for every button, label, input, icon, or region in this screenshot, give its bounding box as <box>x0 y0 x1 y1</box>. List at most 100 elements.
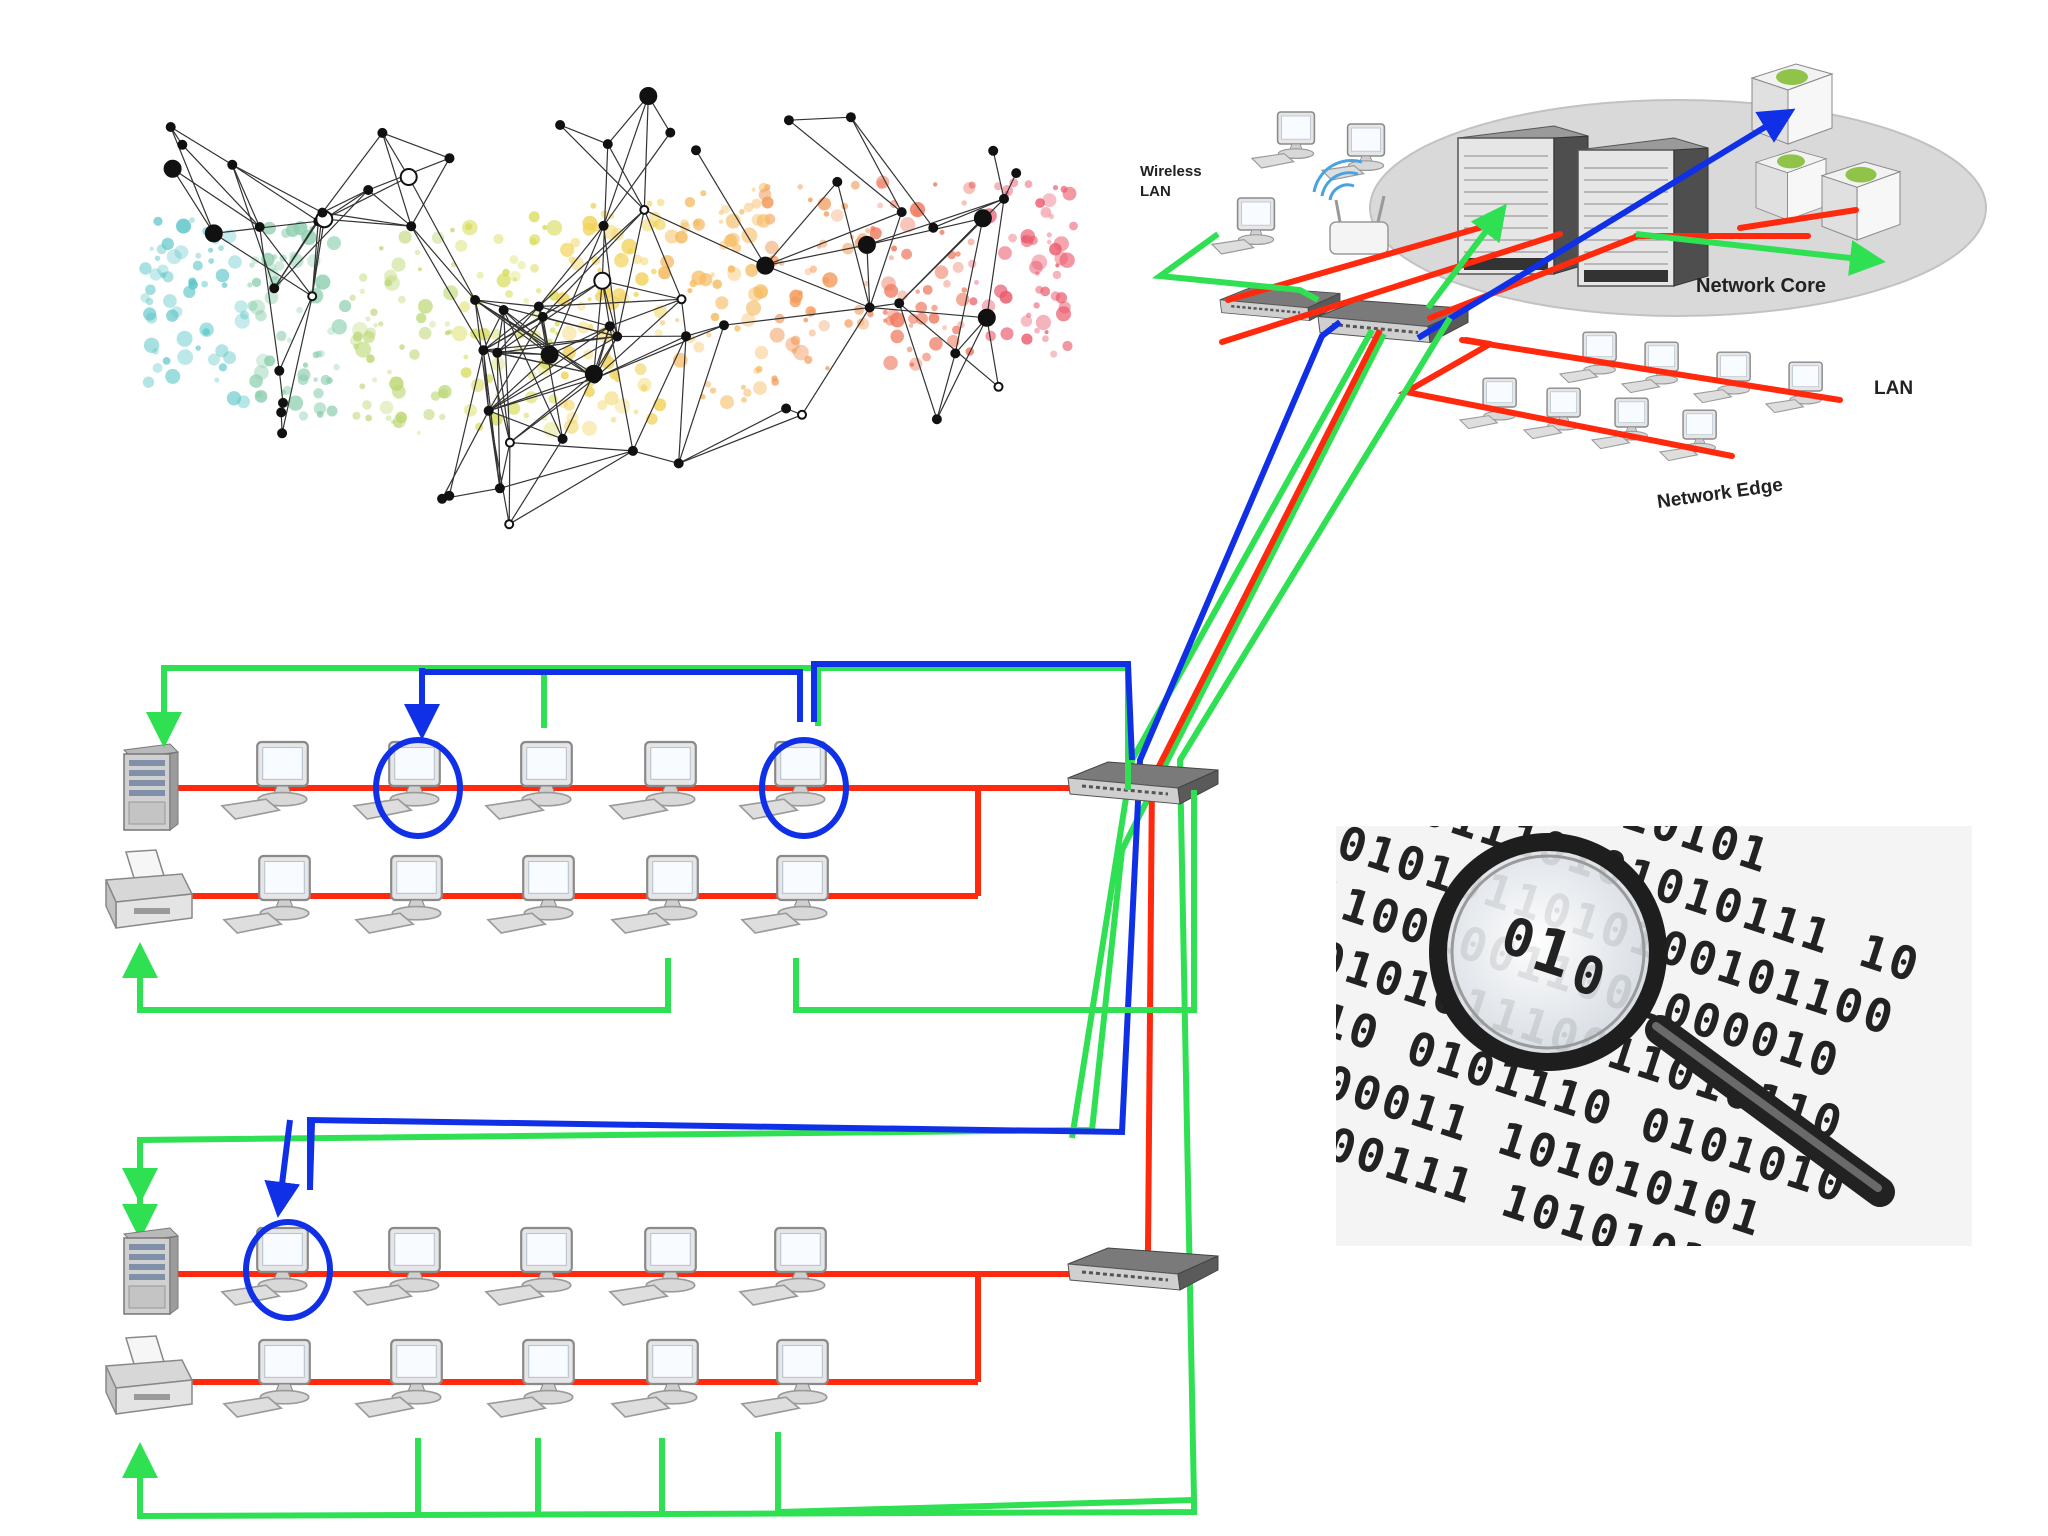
graph-dot <box>704 381 712 388</box>
graph-node <box>988 145 999 156</box>
graph-dot <box>1050 291 1061 301</box>
graph-dot <box>610 416 617 423</box>
graph-dot <box>228 255 242 269</box>
graph-edge <box>324 218 412 227</box>
graph-dot <box>271 254 278 260</box>
label-wireless-lan: LAN <box>1140 183 1171 200</box>
graph-dot <box>947 334 960 348</box>
graph-dot <box>384 275 400 291</box>
graph-dot <box>359 383 366 390</box>
graph-dot <box>1035 198 1045 208</box>
graph-node <box>444 153 455 164</box>
graph-dot <box>416 312 427 324</box>
graph-dot <box>867 311 874 318</box>
graph-dot <box>349 294 356 301</box>
graph-node <box>307 291 318 302</box>
graph-dot <box>399 344 405 350</box>
graph-node <box>639 204 650 215</box>
graph-dot <box>617 253 622 258</box>
graph-dot <box>715 296 729 310</box>
graph-node <box>857 235 876 254</box>
graph-node <box>504 519 515 530</box>
graph-dot <box>693 341 705 353</box>
graph-node <box>673 458 684 469</box>
graph-dot <box>952 261 964 273</box>
graph-edge <box>678 325 725 464</box>
graph-dot <box>355 341 372 358</box>
graph-dot <box>320 374 331 386</box>
graph-dot <box>909 202 926 218</box>
graph-edge <box>632 450 679 464</box>
graph-dot <box>1050 350 1058 358</box>
graph-dot <box>450 227 455 233</box>
graph-dot <box>658 266 671 280</box>
graph-dot <box>392 415 406 429</box>
graph-dot <box>463 354 469 360</box>
graph-dot <box>640 257 649 266</box>
graph-edge <box>678 336 687 464</box>
graph-dot <box>577 302 586 311</box>
graph-dot <box>785 337 800 352</box>
graph-edge <box>488 378 595 412</box>
graph-dot <box>218 245 224 252</box>
graph-edge <box>542 316 618 338</box>
green-core-link <box>1635 231 1886 276</box>
graph-edge <box>936 317 988 420</box>
printer-icon <box>105 1335 193 1415</box>
graph-dot <box>604 391 619 406</box>
graph-dot <box>1024 180 1033 189</box>
graph-edge <box>765 244 868 267</box>
graph-dot <box>152 348 159 355</box>
graph-edge <box>616 209 645 337</box>
graph-dot <box>365 414 372 422</box>
graph-dot <box>1040 207 1052 218</box>
server-tower-icon <box>123 743 179 831</box>
graph-edge <box>278 370 284 403</box>
graph-edge <box>542 209 645 318</box>
graph-node <box>227 159 238 170</box>
graph-dot <box>529 238 537 246</box>
network-switch-icon <box>1066 1246 1220 1292</box>
graph-dot <box>188 277 197 286</box>
graph-dot <box>771 378 779 386</box>
graph-node <box>406 221 417 232</box>
graph-dot <box>635 272 649 286</box>
graph-edge <box>259 226 280 371</box>
graph-dot <box>489 412 503 426</box>
graph-edge <box>549 225 605 355</box>
graph-dot <box>333 363 340 371</box>
graph-node <box>781 403 792 414</box>
graph-dot <box>664 229 679 244</box>
graph-dot <box>302 362 309 368</box>
graph-dot <box>160 272 167 279</box>
graph-dot <box>922 285 933 295</box>
graph-node <box>557 433 568 444</box>
graph-edge <box>986 198 1005 318</box>
graph-dot <box>505 290 513 298</box>
graph-dot <box>423 409 435 421</box>
graph-dot <box>379 246 384 251</box>
graph-dot <box>507 402 521 415</box>
graph-edge <box>788 119 903 213</box>
graph-node <box>317 207 328 218</box>
graph-dot <box>285 223 300 237</box>
graph-edge <box>933 198 1005 229</box>
graph-edge <box>278 295 313 372</box>
graph-edge <box>680 299 687 337</box>
graph-dot <box>537 362 551 376</box>
graph-node <box>665 127 676 138</box>
graph-edge <box>496 280 603 354</box>
lan-segment-upper <box>105 661 1220 1013</box>
graph-edge <box>172 168 215 234</box>
graph-dot <box>296 306 303 314</box>
graph-node <box>797 409 807 420</box>
graph-edge <box>723 306 870 326</box>
graph-node <box>555 120 566 130</box>
graph-dot <box>215 268 230 283</box>
graph-node <box>832 176 843 187</box>
graph-edge <box>474 299 511 443</box>
graph-dot <box>822 272 838 288</box>
graph-dot <box>149 268 162 281</box>
graph-dot <box>745 300 762 316</box>
